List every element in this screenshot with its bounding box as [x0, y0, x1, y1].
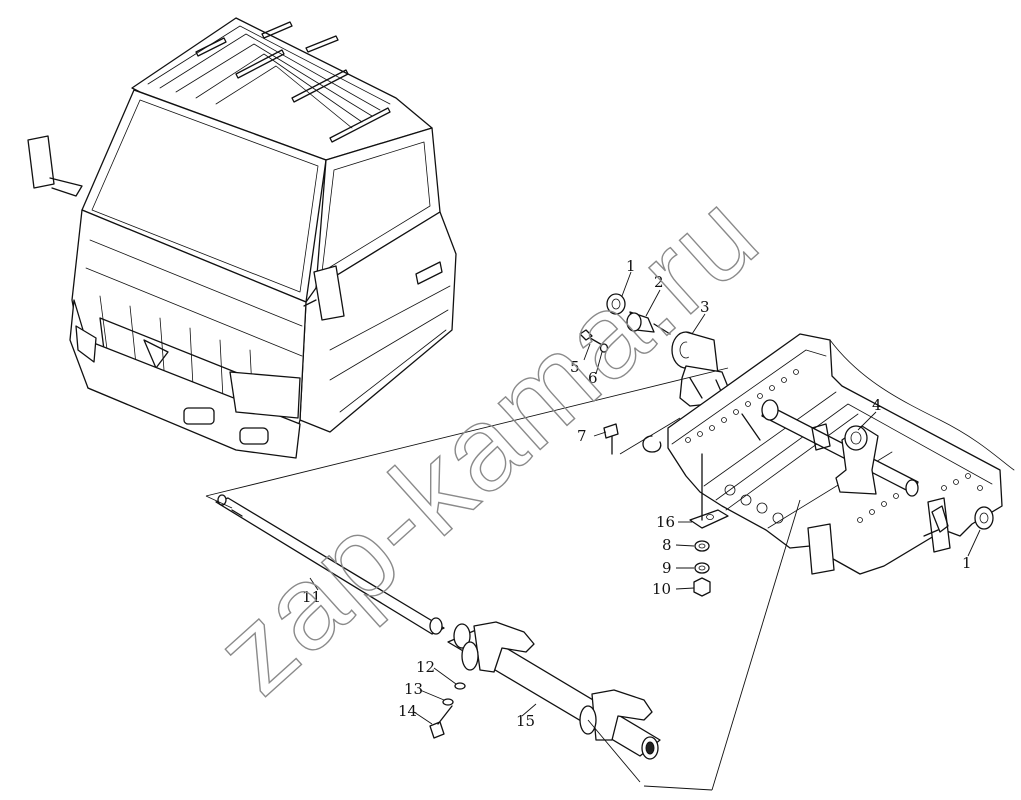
- fog-lamp: [239, 427, 269, 445]
- callout-8: 8: [662, 536, 672, 554]
- leader-lines: [309, 271, 981, 725]
- callout-7: 7: [577, 427, 587, 445]
- part-13-spring-washer: [442, 698, 454, 706]
- left-mirror: [27, 135, 55, 189]
- callout-5: 5: [570, 358, 580, 376]
- callout-labels: 1 2 3 4 5 6 7 16 8 9 10 1 11 12 13 14 15: [302, 257, 972, 730]
- upper-hinge-parts: [579, 293, 731, 455]
- part-8-washer: [694, 540, 710, 552]
- frame-assembly: [642, 333, 1015, 575]
- callout-16: 16: [656, 513, 675, 531]
- tube-bracket-right: [591, 689, 653, 741]
- part-7-bolt: [603, 423, 619, 439]
- frame-plate: [807, 523, 835, 575]
- tube-bracket-left: [473, 621, 535, 673]
- callout-1-right: 1: [962, 554, 972, 572]
- badge: [143, 339, 169, 369]
- part-5-bolt: [579, 329, 593, 341]
- part-9-spring-washer: [694, 562, 710, 574]
- callout-10: 10: [652, 580, 671, 598]
- part-12-washer: [454, 682, 466, 690]
- callout-4: 4: [872, 396, 882, 414]
- part-6-washer: [599, 343, 609, 353]
- lower-fastener-stack: [689, 453, 729, 597]
- callout-12: 12: [416, 658, 435, 676]
- callout-13: 13: [404, 680, 423, 698]
- truck-cab: [27, 17, 457, 459]
- callout-14: 14: [398, 702, 417, 720]
- door-handle: [415, 261, 443, 285]
- callout-9: 9: [662, 559, 672, 577]
- callout-1-top: 1: [626, 257, 636, 275]
- part-1-washer-right: [974, 506, 994, 530]
- assembly-lines: [205, 367, 801, 791]
- right-mirror: [313, 265, 345, 321]
- part-10-nut: [693, 577, 711, 597]
- frame-holes: [685, 369, 983, 524]
- callout-11: 11: [302, 588, 321, 606]
- callout-6: 6: [588, 369, 598, 387]
- callout-2: 2: [654, 273, 664, 291]
- callout-3: 3: [700, 298, 710, 316]
- part-14-bolt: [429, 721, 445, 739]
- torsion-bar-assembly: [215, 494, 661, 760]
- front-bumper: [69, 299, 301, 459]
- headlight: [229, 371, 301, 419]
- callout-15: 15: [516, 712, 535, 730]
- part-1-washer: [606, 293, 626, 315]
- part-16-plate: [689, 509, 729, 529]
